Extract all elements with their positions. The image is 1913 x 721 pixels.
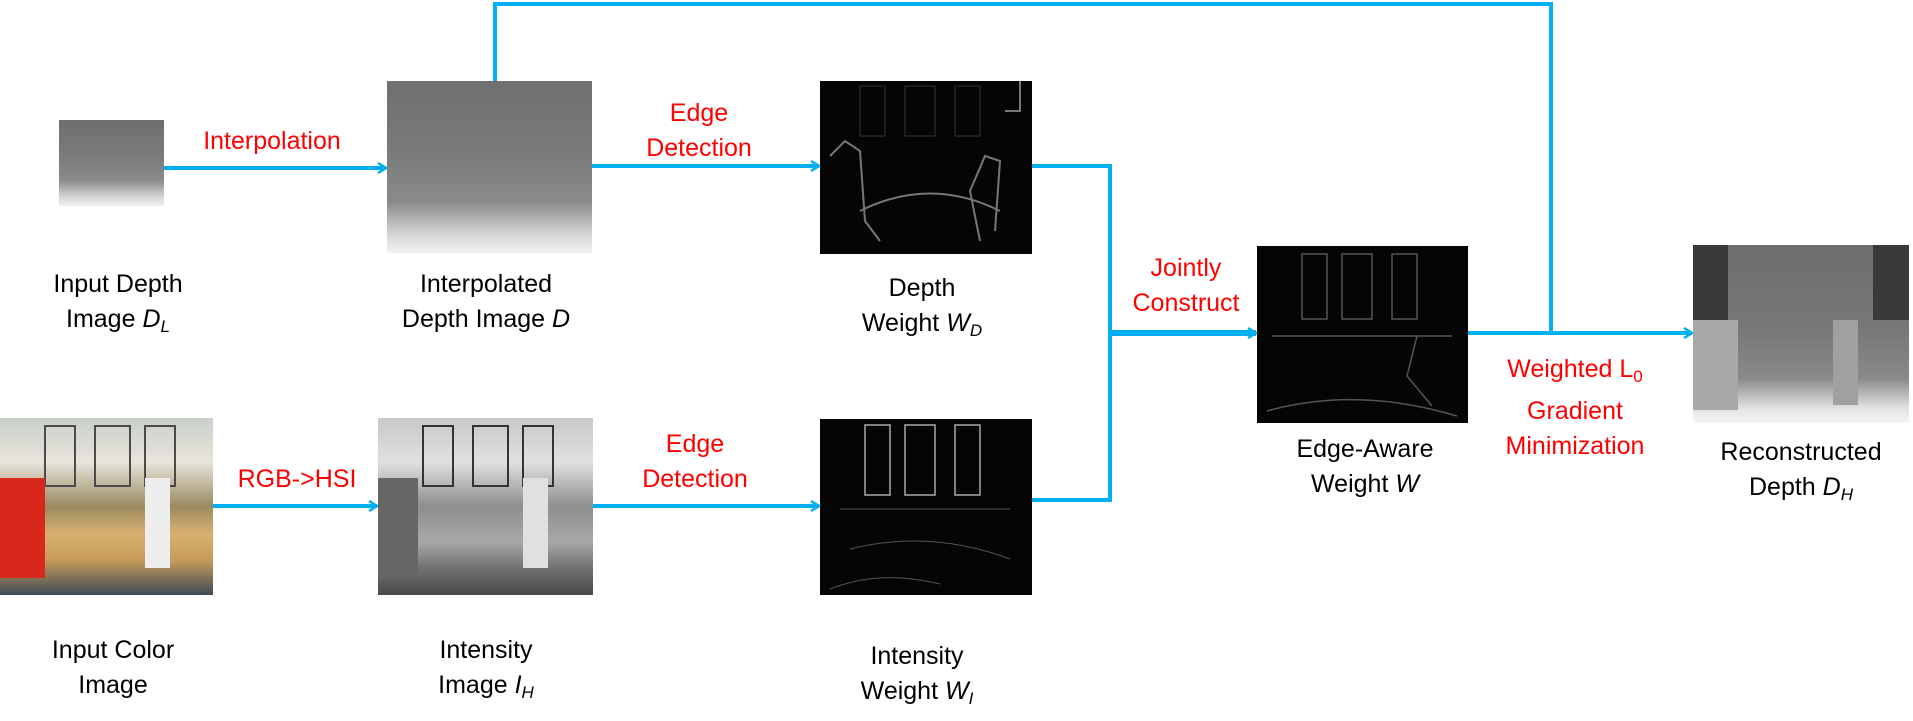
connector-depth-weight [1032, 164, 1112, 502]
edge-aware-weight-image [1257, 246, 1468, 423]
op-line: Detection [646, 134, 752, 162]
input-depth-image [59, 120, 164, 206]
op-line: Construct [1132, 289, 1240, 317]
intensity-weight-image [820, 419, 1032, 595]
op-interpolation: Interpolation [203, 127, 341, 155]
op-line: Jointly [1150, 254, 1222, 282]
op-line: Detection [642, 465, 748, 493]
op-line: Edge [665, 430, 725, 458]
op-line: Weighted L0 [1507, 355, 1643, 386]
skip-connection-depth [493, 2, 1553, 333]
input-color-image [0, 418, 213, 595]
op-weighted-l0: Weighted L0 Gradient Minimization [1506, 352, 1645, 464]
op-rgb-hsi: RGB->HSI [237, 465, 357, 493]
reconstructed-depth-image [1693, 245, 1909, 423]
interpolated-depth-image [387, 81, 592, 253]
intensity-image [378, 418, 593, 595]
op-line: Gradient [1527, 397, 1623, 425]
depth-weight-image [820, 81, 1032, 254]
op-line: Edge [669, 99, 729, 127]
op-line: Minimization [1505, 432, 1645, 460]
